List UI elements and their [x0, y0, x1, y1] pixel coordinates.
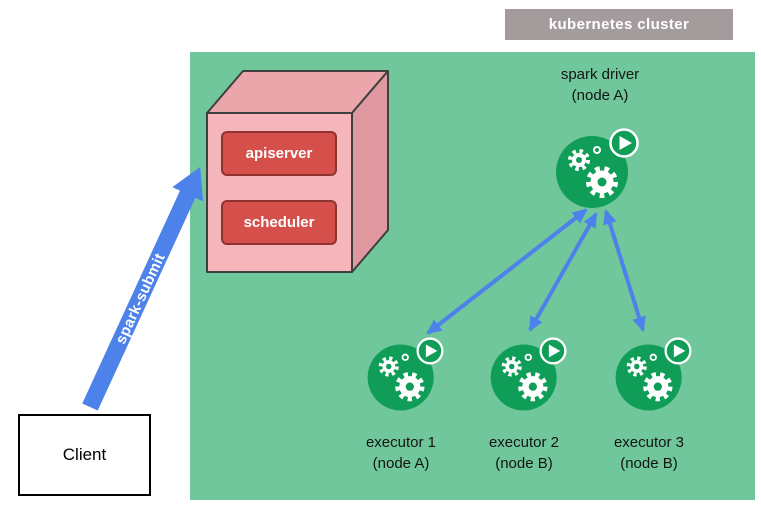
spark-submit-label: spark-submit: [112, 251, 168, 347]
executor-2-label: executor 2 (node B): [449, 432, 599, 474]
executor-2-pod-icon: [487, 328, 575, 416]
scheduler-box: scheduler: [221, 200, 337, 245]
executor-1-title: executor 1: [365, 434, 437, 451]
cluster-label-badge: kubernetes cluster: [505, 9, 733, 40]
executor-1-node: (node A): [372, 455, 430, 472]
executor-3-label: executor 3 (node B): [574, 432, 724, 474]
apiserver-label: apiserver: [245, 145, 313, 162]
executor-2-node: (node B): [495, 455, 553, 472]
executor-1-label: executor 1 (node A): [326, 432, 476, 474]
executor-2-title: executor 2: [488, 434, 560, 451]
spark-driver-title: spark driver: [560, 66, 640, 83]
executor-3-pod-icon: [612, 328, 700, 416]
cluster-label: kubernetes cluster: [548, 16, 690, 33]
spark-driver-node: (node A): [571, 87, 629, 104]
spark-driver-pod-icon: [552, 118, 648, 214]
spark-driver-label: spark driver (node A): [520, 64, 680, 106]
client-box: Client: [18, 414, 151, 496]
client-label: Client: [62, 445, 107, 464]
executor-3-title: executor 3: [613, 434, 685, 451]
spark-submit-arrow: spark-submit: [82, 167, 204, 411]
scheduler-label: scheduler: [243, 214, 315, 231]
executor-1-pod-icon: [364, 328, 452, 416]
apiserver-box: apiserver: [221, 131, 337, 176]
executor-3-node: (node B): [620, 455, 678, 472]
